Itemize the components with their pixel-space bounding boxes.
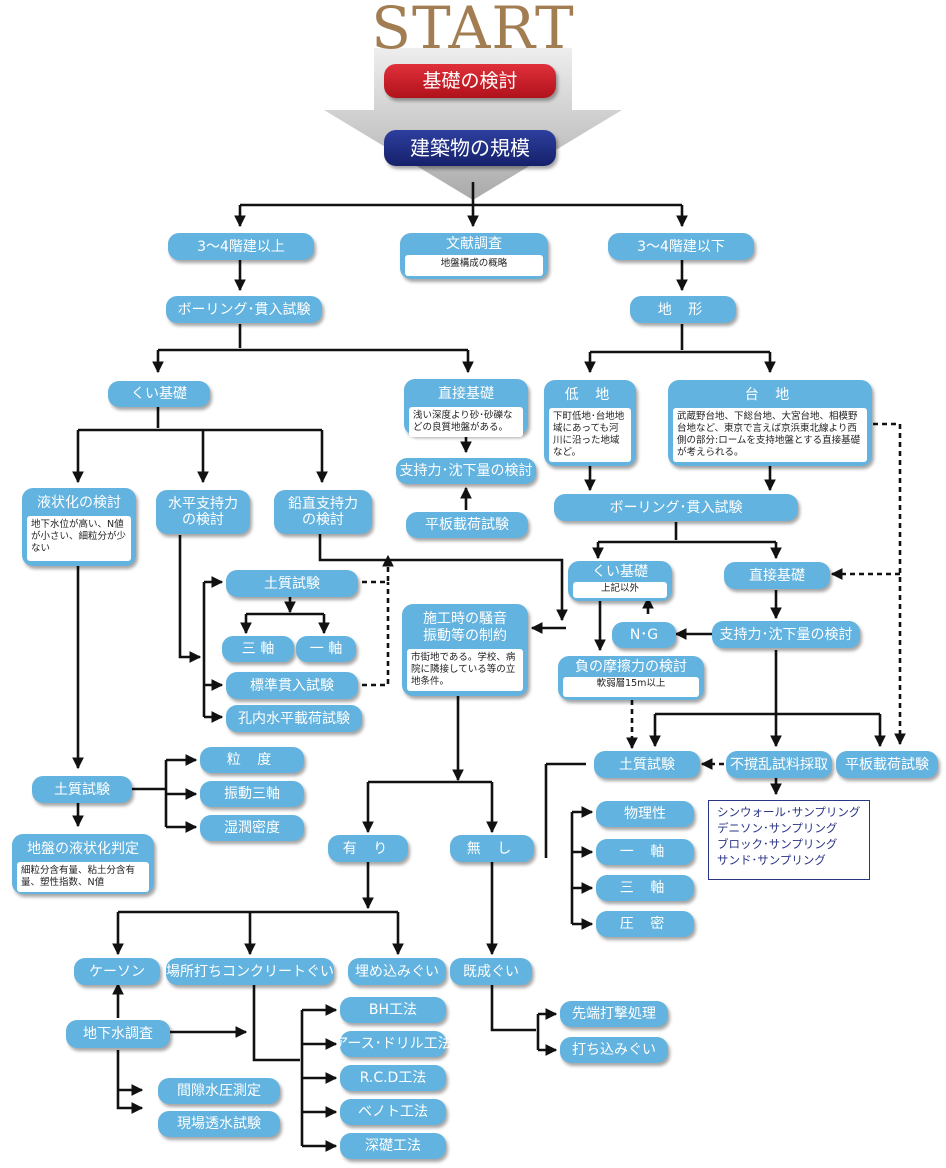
right-pile-foundation-note: 上記以外	[573, 582, 667, 598]
driven-pile-box: 打ち込みぐい	[560, 1037, 668, 1063]
caisson-box: ケーソン	[74, 958, 160, 985]
liquefaction-judgement-note: 細粒分含有量、粘土分含有量、塑性指数、N値	[17, 862, 149, 892]
tip-driving-box: 先端打撃処理	[560, 1001, 668, 1027]
horizontal-capacity-box: 水平支持力 の検討	[156, 490, 250, 534]
negative-friction-title: 負の摩擦力の検討	[575, 659, 687, 675]
literature-survey-note: 地盤構成の概略	[405, 255, 543, 276]
left-soil-test-box: 土質試験	[226, 570, 358, 597]
embedded-pile-box: 埋め込みぐい	[348, 958, 446, 985]
right-soil-test-box: 土質試験	[594, 751, 700, 778]
constraint-no-box: 無 し	[450, 835, 534, 862]
sampling-methods-note: シンウォール･サンプリング デニソン･サンプリング ブロック･サンプリング サン…	[708, 800, 870, 880]
bh-method-box: BH工法	[340, 997, 446, 1023]
construction-noise-card: 施工時の騒音 振動等の制約 市街地である。学校、病院に隣接している等の立地条件。	[402, 604, 528, 696]
vibration-triaxial-box: 振動三軸	[200, 781, 304, 807]
consolidation-box: 圧 密	[596, 911, 694, 937]
right-triaxial-box: 三 軸	[596, 875, 694, 901]
ng-box: N･G	[612, 622, 676, 648]
wet-density-box: 湿潤密度	[200, 815, 304, 841]
rcd-method-box: R.C.D工法	[340, 1065, 446, 1091]
right-uniaxial-box: 一 軸	[596, 839, 694, 865]
lowland-note: 下町低地･台地地域にあっても河川に沿った地域など。	[549, 408, 631, 462]
precast-pile-box: 既成ぐい	[450, 958, 532, 985]
upland-note: 武蔵野台地、下総台地、大宮台地、相模野台地など、東京で言えば京浜東北線より西側の…	[673, 408, 867, 462]
building-scale-box: 建築物の規模	[384, 130, 556, 166]
negative-friction-note: 軟弱層15m以上	[563, 677, 699, 697]
foundation-review-box: 基礎の検討	[384, 64, 556, 98]
physical-properties-box: 物理性	[596, 801, 694, 827]
grain-size-box: 粒 度	[200, 747, 304, 773]
permeability-test-box: 現場透水試験	[158, 1111, 280, 1137]
borehole-lateral-load-test-box: 孔内水平載荷試験	[226, 705, 362, 732]
sampler-thin-wall: シンウォール･サンプリング	[717, 805, 861, 819]
right-plate-load-test-box: 平板載荷試験	[836, 751, 938, 778]
negative-friction-card: 負の摩擦力の検討 軟弱層15m以上	[558, 656, 704, 700]
upland-card: 台 地 武蔵野台地、下総台地、大宮台地、相模野台地など、東京で言えば京浜東北線よ…	[668, 380, 872, 466]
pore-pressure-box: 間隙水圧測定	[158, 1078, 280, 1104]
groundwater-survey-box: 地下水調査	[66, 1020, 170, 1048]
liquefaction-check-title: 液状化の検討	[37, 495, 121, 511]
undisturbed-sampling-box: 不撹乱試料採取	[726, 751, 832, 778]
constraint-yes-box: 有 り	[328, 835, 408, 862]
liquefaction-judgement-title: 地盤の液状化判定	[27, 841, 139, 857]
standard-penetration-test-box: 標準貫入試験	[226, 672, 358, 699]
right-pile-foundation-card: くい基礎 上記以外	[568, 561, 672, 601]
left-uniaxial-box: 一 軸	[296, 636, 356, 662]
literature-survey-title: 文献調査	[446, 236, 502, 252]
liquefaction-check-note: 地下水位が高い、N値が小さい、細粒分が少ない	[27, 516, 131, 561]
construction-noise-note: 市街地である。学校、病院に隣接している等の立地条件。	[407, 649, 523, 691]
benoto-method-box: ベノト工法	[340, 1099, 446, 1125]
sampler-block: ブロック･サンプリング	[717, 837, 838, 851]
left-plate-load-test-box: 平板載荷試験	[406, 512, 528, 538]
construction-noise-title: 施工時の騒音 振動等の制約	[423, 611, 507, 644]
upland-title: 台 地	[744, 387, 796, 403]
earth-drill-method-box: アース･ドリル工法	[334, 1031, 452, 1057]
deep-foundation-method-box: 深礎工法	[340, 1133, 446, 1159]
left-direct-foundation-title: 直接基礎	[438, 386, 494, 402]
right-bearing-check-box: 支持力･沈下量の検討	[712, 621, 860, 648]
left-direct-foundation-card: 直接基礎 浅い深度より砂･砂礫などの良質地盤がある。	[404, 379, 528, 437]
terrain-box: 地 形	[630, 296, 736, 323]
right-pile-foundation-title: くい基礎	[592, 564, 648, 580]
lower-soil-test-box: 土質試験	[32, 776, 132, 803]
left-pile-foundation-box: くい基礎	[108, 381, 210, 407]
lowland-title: 低 地	[564, 387, 616, 403]
left-triaxial-box: 三 軸	[222, 636, 294, 662]
vertical-capacity-box: 鉛直支持力 の検討	[274, 490, 372, 534]
right-direct-foundation-box: 直接基礎	[724, 562, 830, 589]
start-title: START	[371, 0, 575, 62]
left-direct-foundation-note: 浅い深度より砂･砂礫などの良質地盤がある。	[409, 407, 523, 437]
literature-survey-card: 文献調査 地盤構成の概略	[400, 233, 548, 279]
sampler-denison: デニソン･サンプリング	[717, 821, 838, 835]
right-boring-test-box: ボーリング･貫入試験	[554, 494, 798, 521]
liquefaction-check-card: 液状化の検討 地下水位が高い、N値が小さい、細粒分が少ない	[22, 488, 136, 566]
left-bearing-check-box: 支持力･沈下量の検討	[396, 458, 536, 484]
over-3-4-floors-box: 3～4階建以上	[168, 233, 314, 260]
cast-in-place-pile-box: 場所打ちコンクリートぐい	[166, 958, 334, 985]
sampler-sand: サンド･サンプリング	[717, 853, 826, 867]
lowland-card: 低 地 下町低地･台地地域にあっても河川に沿った地域など。	[544, 380, 636, 466]
liquefaction-judgement-card: 地盤の液状化判定 細粒分含有量、粘土分含有量、塑性指数、N値	[12, 834, 154, 894]
under-3-4-floors-box: 3～4階建以下	[608, 233, 754, 260]
left-boring-test-box: ボーリング･貫入試験	[166, 296, 322, 323]
